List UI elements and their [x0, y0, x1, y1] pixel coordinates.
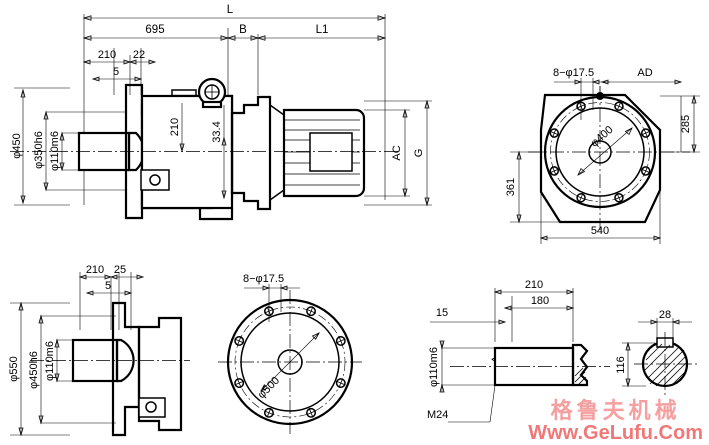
flange-side-view: 210 25 5 φ550 φ450 — [8, 264, 190, 437]
dim-285: 285 — [660, 94, 700, 154]
dim-AC: AC — [364, 108, 410, 198]
dim-AD-label: AD — [637, 67, 652, 79]
lifting-eye-base — [201, 100, 223, 109]
motor-bolt-holes — [549, 101, 651, 203]
dim-22: 22 — [128, 49, 157, 65]
inspection-port-hole — [149, 174, 161, 186]
housing-top-boss — [171, 89, 197, 96]
dim-dia550: φ550 — [8, 301, 70, 437]
dim-AC-label: AC — [391, 145, 403, 160]
dim-dia550-label: φ550 — [8, 356, 20, 382]
keyway-hatching — [644, 343, 687, 387]
dim-540-label: 540 — [591, 225, 609, 237]
dim-dia450: φ450 — [11, 88, 26, 205]
dim-shaft-dia110-label: φ110m6 — [428, 347, 440, 387]
shaft-detail-view: 210 180 15 φ110m6 M24 — [427, 279, 610, 423]
dim-key-116: 116 — [615, 341, 655, 388]
dim-dia450h6-label: φ450h6 — [28, 351, 40, 389]
dim-5-top-label: 5 — [113, 66, 119, 78]
dim-210-bottom-label: 210 — [86, 264, 104, 276]
dim-shaft-180: 180 — [503, 295, 575, 311]
dim-shaft-210-label: 210 — [525, 279, 543, 291]
shaft-break-end — [571, 343, 589, 387]
dim-L1: L1 — [256, 24, 387, 41]
terminal-box — [309, 132, 353, 172]
dim-key-28-label: 28 — [659, 309, 671, 321]
dim-B: B — [226, 24, 260, 41]
dim-shaft-180-label: 180 — [531, 295, 549, 307]
watermark-url: Www.GeLufu.Com — [528, 422, 703, 444]
dim-210-bottom: 210 — [78, 264, 113, 280]
dim-5-top: 5 — [91, 66, 143, 82]
dim-361: 361 — [505, 150, 560, 224]
motor-body — [282, 108, 366, 198]
dim-22-label: 22 — [133, 49, 145, 61]
dim-key-28: 28 — [638, 309, 692, 338]
dim-shaft-15-label: 15 — [436, 307, 448, 319]
motor-adapter — [230, 95, 272, 211]
main-assembly-view: L 695 B L1 210 — [10, 4, 432, 221]
motor-frame-octagon — [539, 93, 662, 224]
dim-25-label: 25 — [114, 264, 126, 276]
dim-dia350h6: φ350h6 — [33, 110, 125, 192]
dim-210-top: 210 — [82, 49, 132, 65]
dim-dia110m6-label: φ110m6 — [49, 131, 61, 171]
flange-face-view: φ500 8−φ17.5 — [218, 273, 362, 434]
dim-M24-label: M24 — [427, 409, 448, 421]
motor-end-view: φ400 8−φ17.5 AD 285 — [505, 67, 700, 244]
dim-dia110m6-bottom-label: φ110m6 — [44, 341, 56, 381]
dim-L1-label: L1 — [316, 24, 329, 36]
dim-face-holes: 8−φ17.5 — [243, 273, 300, 322]
dim-AD: AD — [599, 67, 683, 152]
dim-285-label: 285 — [680, 115, 692, 133]
dim-33-4: 33.4 — [211, 105, 227, 200]
dim-210-top-label: 210 — [98, 49, 116, 61]
flange-side-port-hole — [145, 401, 157, 413]
dim-motor-holes-label: 8−φ17.5 — [553, 67, 594, 79]
dim-361-label: 361 — [505, 178, 517, 196]
watermark: 格鲁夫机械 Www.GeLufu.Com — [528, 399, 703, 444]
dim-shaft-210: 210 — [493, 279, 575, 295]
watermark-chinese: 格鲁夫机械 — [550, 399, 681, 424]
dim-210-inner: 210 — [169, 103, 185, 153]
dim-shaft-dia110: φ110m6 — [428, 340, 495, 393]
dim-motor-holes: 8−φ17.5 — [553, 67, 610, 120]
housing-bottom-boss — [198, 208, 234, 221]
flange-side-housing — [137, 316, 183, 432]
dim-key-116-label: 116 — [615, 356, 627, 374]
dim-dia450-label: φ450 — [11, 133, 23, 159]
shaft-break-hatch — [574, 367, 587, 387]
dim-B-label: B — [239, 24, 247, 36]
dim-5-bottom: 5 — [85, 280, 133, 296]
adapter-bell — [269, 104, 285, 201]
gearbox-housing-main — [140, 94, 234, 210]
dim-33-4-label: 33.4 — [211, 121, 223, 142]
dim-shaft-15: 15 — [430, 307, 507, 325]
dim-L-label: L — [227, 4, 234, 16]
face-bolt-circle-leader — [260, 332, 320, 392]
dim-540: 540 — [539, 190, 662, 244]
dim-695-label: 695 — [145, 24, 164, 36]
bolt-circle-leader — [577, 127, 633, 176]
dim-G: G — [364, 99, 432, 207]
dim-L: L — [82, 4, 387, 21]
face-bolt-holes — [234, 306, 346, 418]
keyway-section-view: 28 116 — [615, 309, 698, 396]
dim-face-holes-label: 8−φ17.5 — [243, 273, 284, 285]
dim-695: 695 — [82, 24, 230, 41]
dim-5-bottom-label: 5 — [105, 280, 111, 292]
dim-210-inner-label: 210 — [169, 118, 181, 136]
dim-dia350h6-label: φ350h6 — [33, 131, 45, 169]
flange-side-hub — [115, 338, 135, 383]
dim-25: 25 — [109, 264, 145, 280]
dim-G-label: G — [413, 149, 425, 158]
